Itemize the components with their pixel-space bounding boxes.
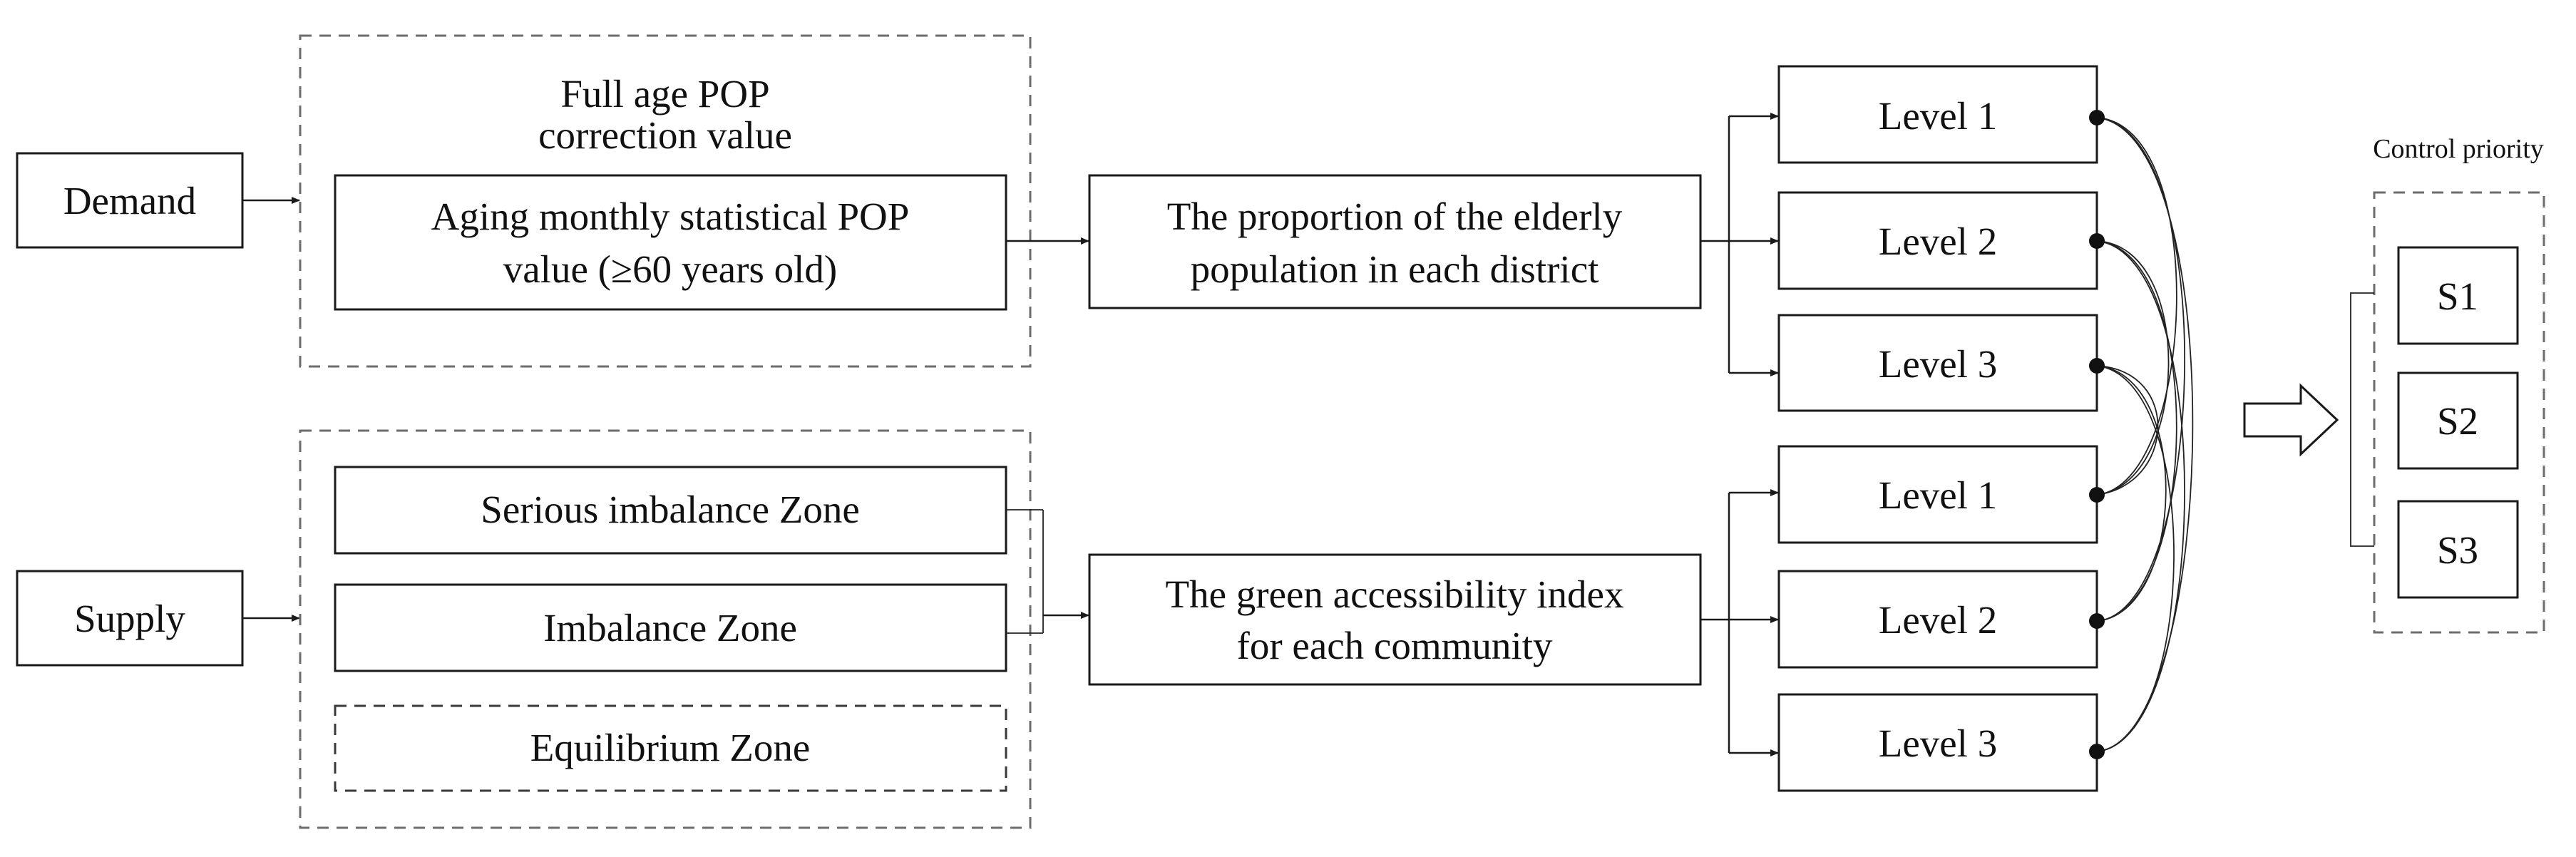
supply-level-2: Level 2 — [1777, 570, 2098, 669]
level-connection-dots — [2089, 110, 2105, 759]
aging-pop-line1: Aging monthly statistical POP — [431, 195, 910, 238]
serious-imbalance-zone: Serious imbalance Zone — [334, 466, 1007, 555]
demand-level-1: Level 1 — [1777, 65, 2098, 164]
supply-level-3-label: Level 3 — [1879, 722, 1997, 765]
proportion-line1: The proportion of the elderly — [1167, 195, 1623, 238]
demand-group: Full age POP correction value Aging mont… — [299, 34, 1032, 368]
demand-level-2: Level 2 — [1777, 191, 2098, 290]
supply-level-1-label: Level 1 — [1879, 473, 1997, 517]
supply-level-3: Level 3 — [1777, 693, 2098, 792]
zones-merge-connector — [1006, 509, 1089, 634]
priority-s2: S2 — [2397, 371, 2519, 470]
priority-s3: S3 — [2397, 500, 2519, 599]
proportion-line2: population in each district — [1191, 247, 1599, 291]
demand-group-title-line1: Full age POP — [560, 72, 769, 116]
control-priority-title: Control priority — [2373, 134, 2544, 164]
result-arrow — [2243, 383, 2339, 457]
accessibility-line1: The green accessibility index — [1166, 573, 1624, 616]
level-pairing-curves — [2096, 117, 2194, 752]
supply-label: Supply — [74, 597, 185, 640]
imbalance-zone-label: Imbalance Zone — [543, 606, 797, 650]
supply-level-2-label: Level 2 — [1879, 598, 1997, 642]
supply-level-1: Level 1 — [1777, 445, 2098, 544]
serious-imbalance-zone-label: Serious imbalance Zone — [481, 488, 860, 531]
imbalance-zone: Imbalance Zone — [334, 583, 1007, 672]
accessibility-line2: for each community — [1237, 624, 1553, 667]
green-accessibility-node: The green accessibility index for each c… — [1088, 553, 1702, 686]
aging-pop-line2: value (≥60 years old) — [503, 247, 838, 291]
demand-level-1-label: Level 1 — [1879, 94, 1997, 138]
supply-branch-connector — [1700, 489, 1779, 756]
proportion-node: The proportion of the elderly population… — [1088, 174, 1702, 309]
equilibrium-zone-label: Equilibrium Zone — [530, 726, 811, 769]
priority-s1: S1 — [2397, 246, 2519, 345]
priority-s2-label: S2 — [2437, 399, 2478, 443]
control-priority-group — [2373, 191, 2545, 634]
demand-label: Demand — [63, 179, 196, 222]
priority-s3-label: S3 — [2437, 528, 2478, 572]
demand-level-2-label: Level 2 — [1879, 220, 1997, 263]
demand-level-3-label: Level 3 — [1879, 342, 1997, 386]
demand-branch-connector — [1700, 113, 1779, 376]
priority-s1-label: S1 — [2437, 274, 2478, 318]
supply-group: Serious imbalance Zone Imbalance Zone Eq… — [299, 429, 1032, 829]
demand-node: Demand — [16, 152, 244, 249]
demand-level-3: Level 3 — [1777, 314, 2098, 412]
supply-node: Supply — [16, 570, 244, 667]
control-priority-bracket — [2350, 292, 2374, 547]
demand-group-title-line2: correction value — [538, 113, 792, 157]
equilibrium-zone: Equilibrium Zone — [334, 704, 1007, 792]
